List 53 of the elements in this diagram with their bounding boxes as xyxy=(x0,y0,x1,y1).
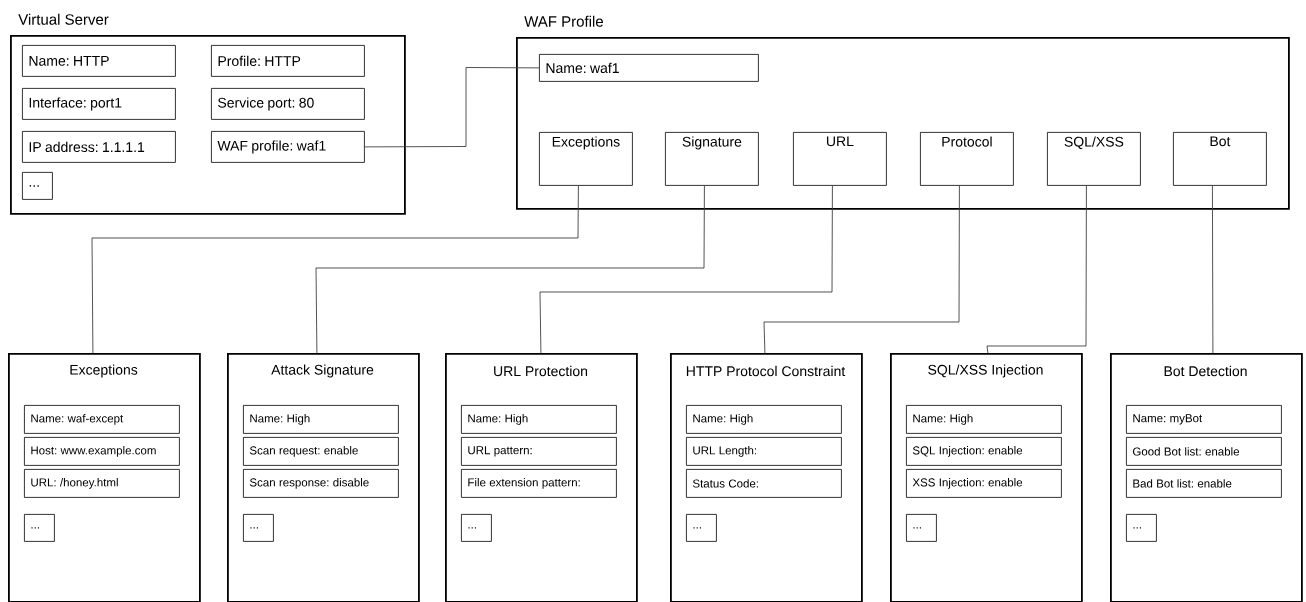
field-box: ... xyxy=(1126,514,1157,542)
field-box: WAF profile: waf1 xyxy=(211,131,365,163)
field-box: URL Length: xyxy=(686,437,842,466)
connector-line xyxy=(364,67,540,148)
field-box: ... xyxy=(686,514,717,542)
connector-line xyxy=(986,185,1087,354)
field-box: Service port: 80 xyxy=(211,88,365,120)
panel-title: Attack Signature xyxy=(271,364,374,378)
field-box: Name: HTTP xyxy=(22,45,176,77)
field-box: Interface: port1 xyxy=(22,88,176,120)
field-box: Good Bot list: enable xyxy=(1126,437,1282,466)
connector-line xyxy=(1211,185,1214,354)
field-box: ... xyxy=(906,514,937,542)
field-box: XSS Injection: enable xyxy=(906,469,1062,498)
field-box: URL pattern: xyxy=(461,437,617,466)
field-box: Status Code: xyxy=(686,469,842,498)
module-box: Protocol xyxy=(920,132,1014,186)
connector-line xyxy=(315,185,705,354)
field-box: Name: High xyxy=(243,405,399,434)
connector-line xyxy=(91,185,579,354)
field-box: Name: High xyxy=(461,405,617,434)
panel-title: Bot Detection xyxy=(1164,365,1247,377)
module-box: Signature xyxy=(665,132,759,186)
panel-title: HTTP Protocol Constraint xyxy=(686,365,846,377)
field-box: ... xyxy=(461,514,492,542)
connector-line xyxy=(763,185,960,354)
field-box: Name: waf1 xyxy=(539,54,759,82)
field-box: ... xyxy=(243,514,274,542)
field-box: Name: waf-except xyxy=(24,405,180,434)
module-box: URL xyxy=(793,132,887,186)
module-box: Exceptions xyxy=(539,132,633,186)
field-box: Scan response: disable xyxy=(243,469,399,498)
field-box: Bad Bot list: enable xyxy=(1126,469,1282,498)
field-box: Name: myBot xyxy=(1126,405,1282,434)
group-title: WAF Profile xyxy=(524,15,603,27)
field-box: Scan request: enable xyxy=(243,437,399,466)
field-box: ... xyxy=(22,172,53,200)
module-box: Bot xyxy=(1173,132,1267,186)
field-box: Name: High xyxy=(686,405,842,434)
field-box: IP address: 1.1.1.1 xyxy=(22,131,176,163)
panel-title: SQL/XSS Injection xyxy=(928,364,1043,378)
panel-title: URL Protection xyxy=(494,365,588,377)
field-box: ... xyxy=(24,514,55,542)
module-box: SQL/XSS xyxy=(1047,132,1141,186)
panel-title: Exceptions xyxy=(70,364,138,378)
group-title: Virtual Server xyxy=(18,13,109,25)
field-box: Profile: HTTP xyxy=(211,45,365,77)
connector-line xyxy=(539,185,833,354)
field-box: File extension pattern: xyxy=(461,469,617,498)
field-box: Host: www.example.com xyxy=(24,437,180,466)
field-box: URL: /honey.html xyxy=(24,469,180,498)
field-box: SQL Injection: enable xyxy=(906,437,1062,466)
field-box: Name: High xyxy=(906,405,1062,434)
